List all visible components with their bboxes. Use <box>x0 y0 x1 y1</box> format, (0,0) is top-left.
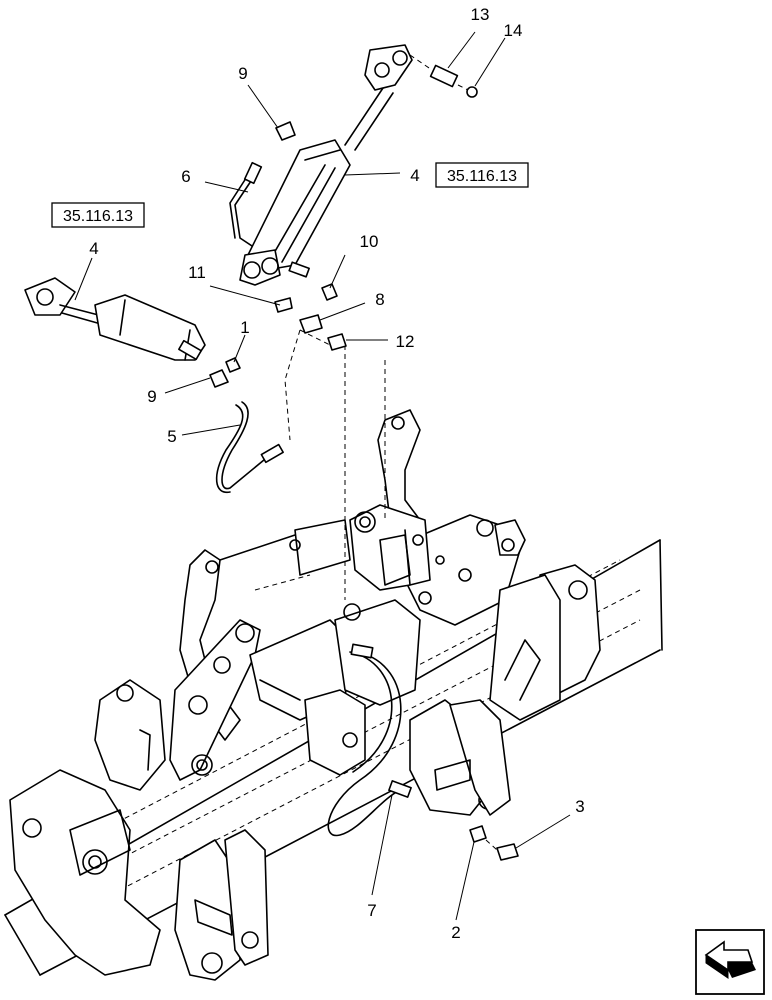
callout-12: 12 <box>396 332 415 351</box>
callout-4-right: 4 <box>410 166 419 185</box>
callout-9-upper: 9 <box>238 64 247 83</box>
callout-11: 11 <box>188 263 206 282</box>
reference-box-right[interactable]: 35.116.13 <box>435 162 529 188</box>
callout-14: 14 <box>504 21 523 40</box>
callout-5: 5 <box>167 427 176 446</box>
hose-part-7 <box>327 643 412 837</box>
callout-1: 1 <box>240 318 249 337</box>
back-arrow-icon[interactable] <box>695 929 765 995</box>
callout-6: 6 <box>181 167 190 186</box>
callout-4-left: 4 <box>89 239 98 258</box>
callout-3: 3 <box>575 797 584 816</box>
callout-10: 10 <box>360 232 379 251</box>
cylinder-upper-part-4 <box>239 44 413 286</box>
frame-assembly <box>4 409 663 981</box>
callout-7: 7 <box>367 901 376 920</box>
callout-8: 8 <box>375 290 384 309</box>
hardware <box>209 54 519 861</box>
hose-part-5 <box>215 401 284 493</box>
cylinder-left-part-4 <box>24 277 206 361</box>
hose-part-6 <box>229 161 263 249</box>
reference-right-text: 35.116.13 <box>447 168 517 185</box>
callout-2: 2 <box>451 923 460 942</box>
reference-box-left[interactable]: 35.116.13 <box>51 202 145 228</box>
reference-left-text: 35.116.13 <box>63 208 133 225</box>
callouts: 1 2 3 4 4 5 6 7 8 9 9 10 11 12 13 14 <box>89 5 584 942</box>
callout-13: 13 <box>471 5 490 24</box>
callout-9-lower: 9 <box>147 387 156 406</box>
leader-lines <box>74 31 571 921</box>
routing-lines <box>284 329 386 600</box>
